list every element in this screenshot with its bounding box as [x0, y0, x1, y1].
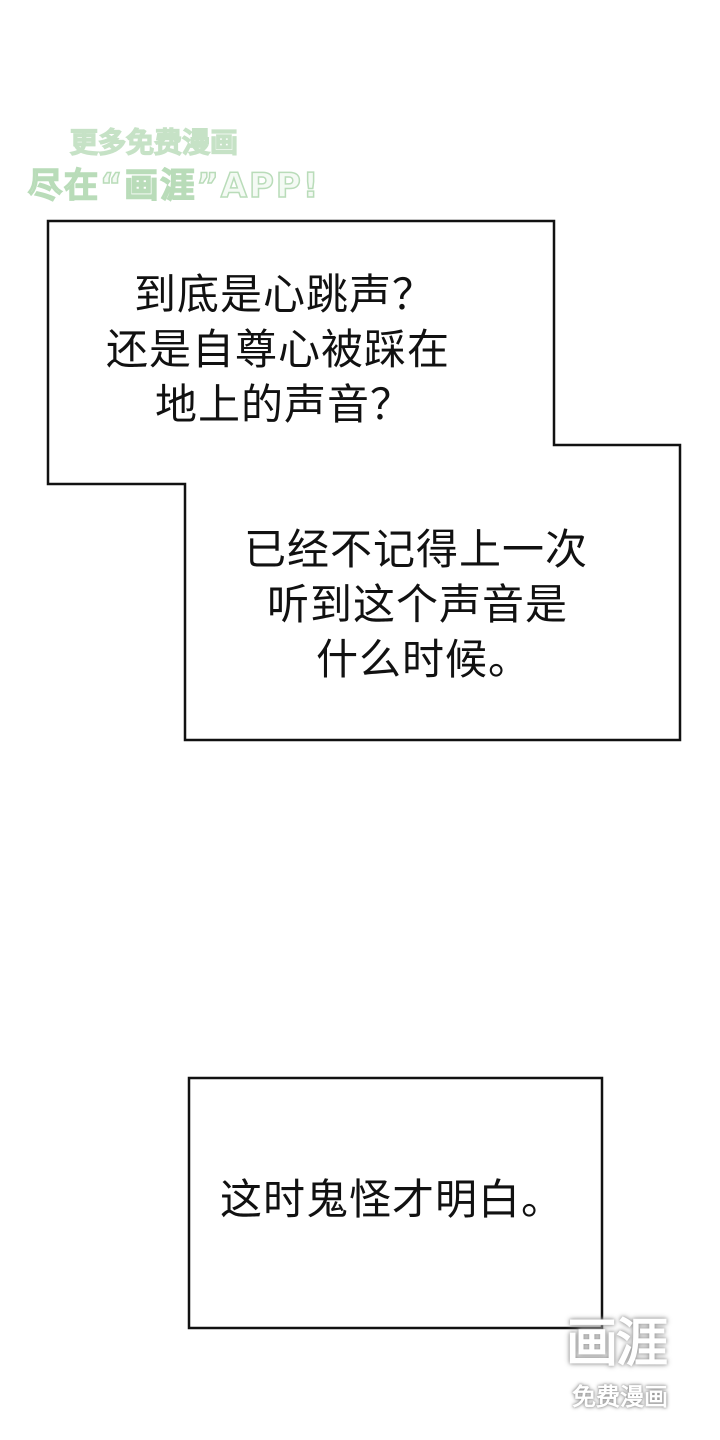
caption-box-lower	[187, 1076, 604, 1330]
watermark-text-top: 更多免费漫画	[69, 126, 239, 159]
caption-line: 到底是心跳声？	[134, 270, 436, 319]
caption-line: 还是自尊心被踩在	[106, 325, 451, 374]
caption-line: 听到这个声音是	[267, 580, 569, 629]
caption-line: 什么时候。	[316, 635, 532, 684]
caption-line: 这时鬼怪才明白。	[220, 1175, 565, 1224]
watermark-text-app: 尽在“画涯”APP!	[27, 166, 321, 206]
watermark-logo: 画涯	[566, 1314, 668, 1374]
caption-box-upper	[46, 219, 682, 742]
caption-line: 地上的声音？	[155, 380, 414, 429]
caption-line: 已经不记得上一次	[244, 525, 589, 574]
watermark-logo-subtitle: 免费漫画	[572, 1383, 668, 1411]
